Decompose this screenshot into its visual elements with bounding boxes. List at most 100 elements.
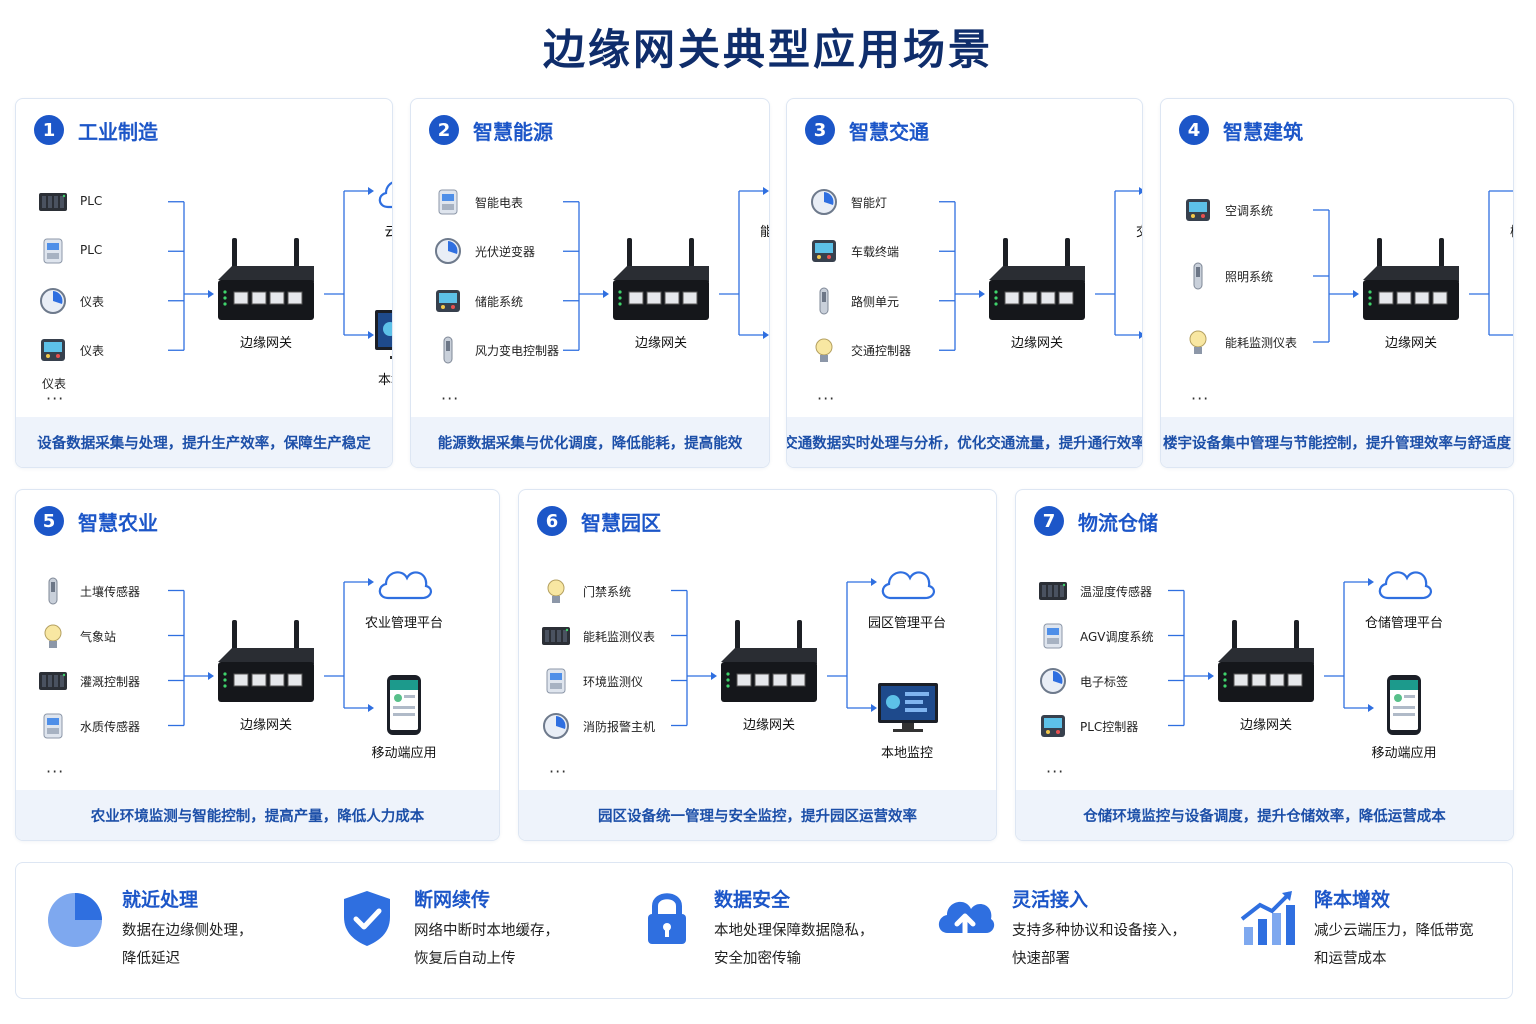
edge-gateway-icon xyxy=(1214,618,1318,710)
feature-line-1: 支持多种协议和设备接入， xyxy=(1012,923,1186,939)
device-label: PLC xyxy=(80,243,103,258)
device-icon xyxy=(1183,195,1213,229)
card-number-badge: 1 xyxy=(34,115,64,145)
gateway-label: 边缘网关 xyxy=(239,336,292,351)
device-icon xyxy=(541,621,571,655)
card-title: 智慧交通 xyxy=(849,119,929,144)
feature-1: 就近处理数据在边缘侧处理，降低延迟 xyxy=(44,885,324,975)
device-icon xyxy=(38,711,68,745)
more-devices-indicator: ··· xyxy=(549,762,568,781)
device-icon xyxy=(809,286,839,320)
device-label: 路侧单元 xyxy=(851,294,900,309)
more-devices-indicator: ··· xyxy=(1191,389,1210,408)
card-description: 能源数据采集与优化调度，降低能耗，提高能效 xyxy=(411,417,769,467)
growth-chart-icon xyxy=(1236,887,1298,949)
connection-lines xyxy=(563,187,769,351)
device-label: 灌溉控制器 xyxy=(80,674,141,689)
card-header: 1 工业制造 xyxy=(34,115,158,145)
card-description: 仓储环境监控与设备调度，提升仓储效率，降低运营成本 xyxy=(1016,790,1513,840)
device-icon xyxy=(433,236,463,270)
card-title: 智慧园区 xyxy=(581,510,661,535)
connection-lines xyxy=(168,578,374,727)
device-icon xyxy=(38,666,68,700)
device-icon xyxy=(38,576,68,610)
local-monitor-label: 本地监控 xyxy=(880,746,933,761)
card-description: 农业环境监测与智能控制，提高产量，降低人力成本 xyxy=(16,790,499,840)
cloud-platform-label: 仓储管理平台 xyxy=(1364,616,1443,631)
local-monitor-label: 移动端应用 xyxy=(1371,746,1437,761)
device-label: 智能灯 xyxy=(851,195,888,210)
card-description: 楼宇设备集中管理与节能控制，提升管理效率与舒适度 xyxy=(1161,417,1513,467)
cloud-icon xyxy=(1374,560,1434,608)
scenario-card-4: 4智慧建筑空调系统照明系统能耗监测仪表···边缘网关楼宇管理平台本地监控楼宇设备… xyxy=(1160,98,1514,468)
feature-line-2: 恢复后自动上传 xyxy=(414,951,516,967)
feature-line-1: 本地处理保障数据隐私， xyxy=(714,923,874,939)
connection-lines xyxy=(671,578,877,727)
scenario-card-1: 1工业制造PLCPLC仪表仪表仪表···边缘网关云平台本地监控设备数据采集与处理… xyxy=(15,98,393,468)
gateway-label: 边缘网关 xyxy=(1239,718,1292,733)
monitor-icon xyxy=(769,309,770,365)
device-icon xyxy=(809,236,839,270)
feature-title: 灵活接入 xyxy=(1012,889,1089,911)
gateway-label: 边缘网关 xyxy=(1010,336,1063,351)
edge-gateway-icon xyxy=(1359,236,1463,328)
page-title: 边缘网关典型应用场景 xyxy=(542,25,993,74)
local-monitor-label: 本地监控 xyxy=(1123,369,1142,388)
cloud-platform-label: 能源管理平台 xyxy=(747,221,769,240)
connection-lines xyxy=(939,187,1142,351)
edge-gateway-icon xyxy=(609,236,713,328)
connection-lines xyxy=(1168,578,1374,727)
card-description: 设备数据采集与处理，提升生产效率，保障生产稳定 xyxy=(16,417,392,467)
feature-description: 减少云端压力，降低带宽和运营成本 xyxy=(1314,917,1474,973)
device-label: 环境监测仪 xyxy=(583,674,644,689)
card-title: 工业制造 xyxy=(78,119,158,144)
device-label: 能耗监测仪表 xyxy=(583,629,656,644)
device-label: 能耗监测仪表 xyxy=(1225,336,1298,350)
device-label: 温湿度传感器 xyxy=(1080,584,1153,599)
feature-description: 数据在边缘侧处理，降低延迟 xyxy=(122,917,253,973)
cloud-icon xyxy=(374,560,434,608)
device-label: 风力变电控制器 xyxy=(475,344,560,359)
feature-line-1: 减少云端压力，降低带宽 xyxy=(1314,923,1474,939)
scenario-card-3: 3智慧交通智能灯车载终端路侧单元交通控制器···边缘网关交通管理平台本地监控交通… xyxy=(786,98,1143,468)
card-title: 智慧农业 xyxy=(78,510,158,535)
card-title: 物流仓储 xyxy=(1078,510,1158,535)
device-label: 照明系统 xyxy=(1225,270,1274,284)
device-label: 交通控制器 xyxy=(851,344,912,359)
device-label: 水质传感器 xyxy=(80,719,141,734)
monitor-icon xyxy=(877,682,939,738)
device-label: 门禁系统 xyxy=(583,584,632,599)
connection-lines xyxy=(1313,190,1513,343)
cloud-icon xyxy=(769,169,770,217)
card-number-badge: 2 xyxy=(429,115,459,145)
feature-line-1: 网络中断时本地缓存， xyxy=(414,923,559,939)
local-monitor-label: 移动端应用 xyxy=(371,746,437,761)
feature-title: 断网续传 xyxy=(414,889,491,911)
cloud-platform-label: 云平台 xyxy=(352,221,392,240)
feature-strip xyxy=(15,862,1513,999)
gateway-label: 边缘网关 xyxy=(742,718,795,733)
device-icon xyxy=(433,187,463,221)
device-label: 车载终端 xyxy=(851,245,900,260)
gateway-label: 边缘网关 xyxy=(1384,336,1437,351)
feature-line-2: 快速部署 xyxy=(1012,951,1070,967)
device-label: 光伏逆变器 xyxy=(475,245,536,260)
device-label: 气象站 xyxy=(80,629,117,644)
more-devices-indicator: ··· xyxy=(441,389,460,408)
scenario-card-2: 2智慧能源智能电表光伏逆变器储能系统风力变电控制器···边缘网关能源管理平台本地… xyxy=(410,98,770,468)
device-icon xyxy=(541,576,571,610)
more-devices-indicator: ··· xyxy=(1046,762,1065,781)
mobile-phone-icon xyxy=(386,674,422,740)
feature-description: 本地处理保障数据隐私，安全加密传输 xyxy=(714,917,874,973)
connection-lines xyxy=(168,187,374,351)
cloud-platform-label: 农业管理平台 xyxy=(364,616,443,631)
device-icon xyxy=(1038,666,1068,700)
device-icon xyxy=(809,335,839,369)
device-icon xyxy=(38,236,68,270)
more-devices-indicator: ··· xyxy=(46,762,65,781)
edge-gateway-icon xyxy=(717,618,821,710)
